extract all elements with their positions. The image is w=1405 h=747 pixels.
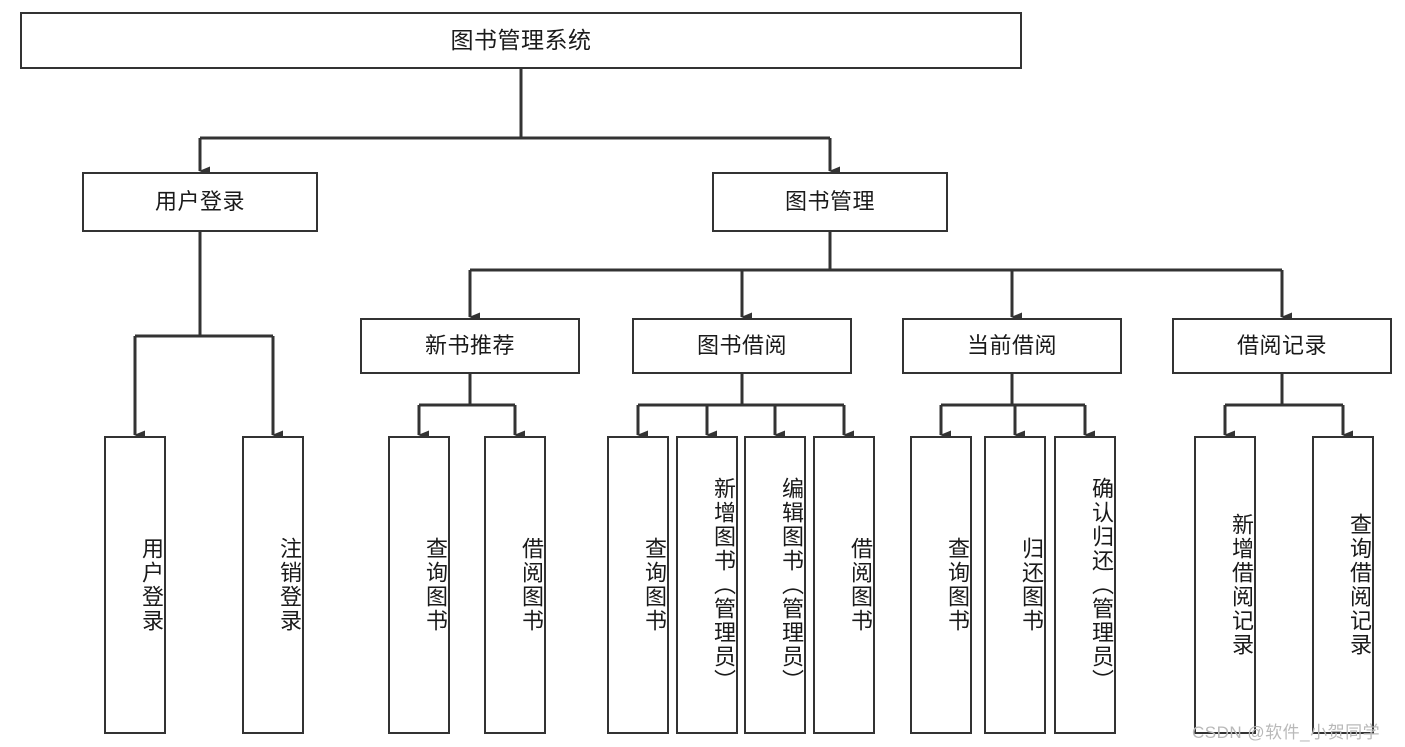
node-label: 用户登录: [154, 188, 245, 214]
node-leaf-borrow-book-bor[interactable]: 借阅图书: [813, 436, 875, 734]
node-label: 确认归还（管理员）: [1089, 477, 1114, 693]
node-leaf-query-book-bor[interactable]: 查询图书: [607, 436, 669, 734]
node-leaf-return-book[interactable]: 归还图书: [984, 436, 1046, 734]
node-label: 新书推荐: [424, 332, 515, 358]
node-user-login[interactable]: 用户登录: [82, 172, 318, 232]
node-leaf-add-book[interactable]: 新增图书（管理员）: [676, 436, 738, 734]
node-leaf-confirm-return[interactable]: 确认归还（管理员）: [1054, 436, 1116, 734]
node-label: 借阅图书: [848, 537, 873, 633]
node-book-manage[interactable]: 图书管理: [712, 172, 948, 232]
node-leaf-query-record[interactable]: 查询借阅记录: [1312, 436, 1374, 734]
node-label: 新增借阅记录: [1229, 513, 1254, 657]
node-label: 编辑图书（管理员）: [779, 477, 804, 693]
node-label: 查询图书: [945, 537, 970, 633]
node-label: 图书管理: [784, 188, 875, 214]
node-label: 注销登录: [277, 537, 302, 633]
csdn-watermark: CSDN @软件_小贺同学: [1192, 723, 1381, 742]
node-label: 借阅图书: [519, 537, 544, 633]
node-leaf-edit-book[interactable]: 编辑图书（管理员）: [744, 436, 806, 734]
node-label: 查询借阅记录: [1347, 513, 1372, 657]
node-label: 图书借阅: [696, 332, 787, 358]
node-borrow-record[interactable]: 借阅记录: [1172, 318, 1392, 374]
node-label: 借阅记录: [1236, 332, 1327, 358]
node-current-borrow[interactable]: 当前借阅: [902, 318, 1122, 374]
node-label: 新增图书（管理员）: [711, 477, 736, 693]
node-label: 图书管理系统: [450, 26, 592, 53]
node-label: 归还图书: [1019, 537, 1044, 633]
node-leaf-logout[interactable]: 注销登录: [242, 436, 304, 734]
node-label: 查询图书: [642, 537, 667, 633]
node-label: 用户登录: [139, 537, 164, 633]
node-label: 查询图书: [423, 537, 448, 633]
node-root[interactable]: 图书管理系统: [20, 12, 1022, 69]
node-book-borrow[interactable]: 图书借阅: [632, 318, 852, 374]
node-leaf-query-book-cur[interactable]: 查询图书: [910, 436, 972, 734]
node-leaf-borrow-book-rec[interactable]: 借阅图书: [484, 436, 546, 734]
node-leaf-add-record[interactable]: 新增借阅记录: [1194, 436, 1256, 734]
node-leaf-user-login[interactable]: 用户登录: [104, 436, 166, 734]
node-label: 当前借阅: [966, 332, 1057, 358]
node-new-book-recommend[interactable]: 新书推荐: [360, 318, 580, 374]
node-leaf-query-book-rec[interactable]: 查询图书: [388, 436, 450, 734]
